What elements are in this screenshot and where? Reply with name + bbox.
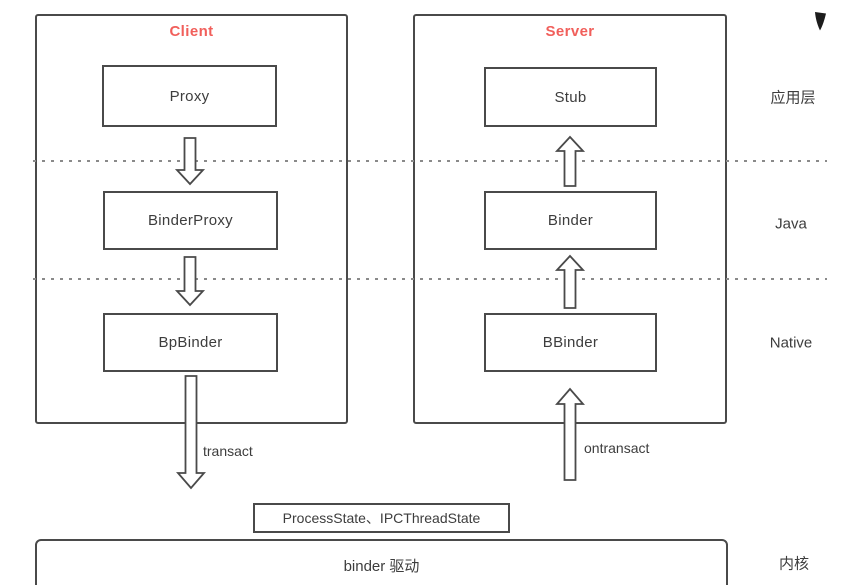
- proxy-label: Proxy: [169, 87, 210, 105]
- transact-label: transact: [203, 443, 253, 459]
- cursor-mark-icon: [815, 12, 826, 31]
- stub-label: Stub: [554, 88, 587, 106]
- proxy-box: Proxy: [102, 65, 277, 127]
- client-title: Client: [169, 23, 214, 40]
- binder-label: Binder: [547, 212, 594, 229]
- layer-label-java: Java: [775, 215, 807, 233]
- binder-driver-label: binder 驱动: [343, 558, 420, 575]
- bpbinder-box: BpBinder: [103, 313, 278, 372]
- layer-divider-bottom: [33, 278, 827, 280]
- bbinder-box: BBinder: [484, 313, 657, 372]
- binderproxy-box: BinderProxy: [103, 191, 278, 250]
- layer-divider-top: [33, 160, 827, 162]
- binder-box: Binder: [484, 191, 657, 250]
- binderproxy-label: BinderProxy: [147, 212, 233, 229]
- bbinder-label: BBinder: [542, 334, 599, 351]
- bpbinder-label: BpBinder: [158, 334, 223, 351]
- processstate-ipcthreadstate-label: ProcessState、IPCThreadState: [282, 510, 481, 526]
- layer-label-application: 应用层: [770, 89, 816, 107]
- stub-box: Stub: [484, 67, 657, 127]
- processstate-ipcthreadstate-box: ProcessState、IPCThreadState: [253, 503, 510, 533]
- server-title: Server: [545, 23, 595, 40]
- binder-driver-box: binder 驱动: [35, 539, 728, 585]
- ontransact-label: ontransact: [584, 440, 650, 456]
- layer-label-kernel: 内核: [778, 555, 810, 573]
- layer-label-native: Native: [769, 334, 813, 352]
